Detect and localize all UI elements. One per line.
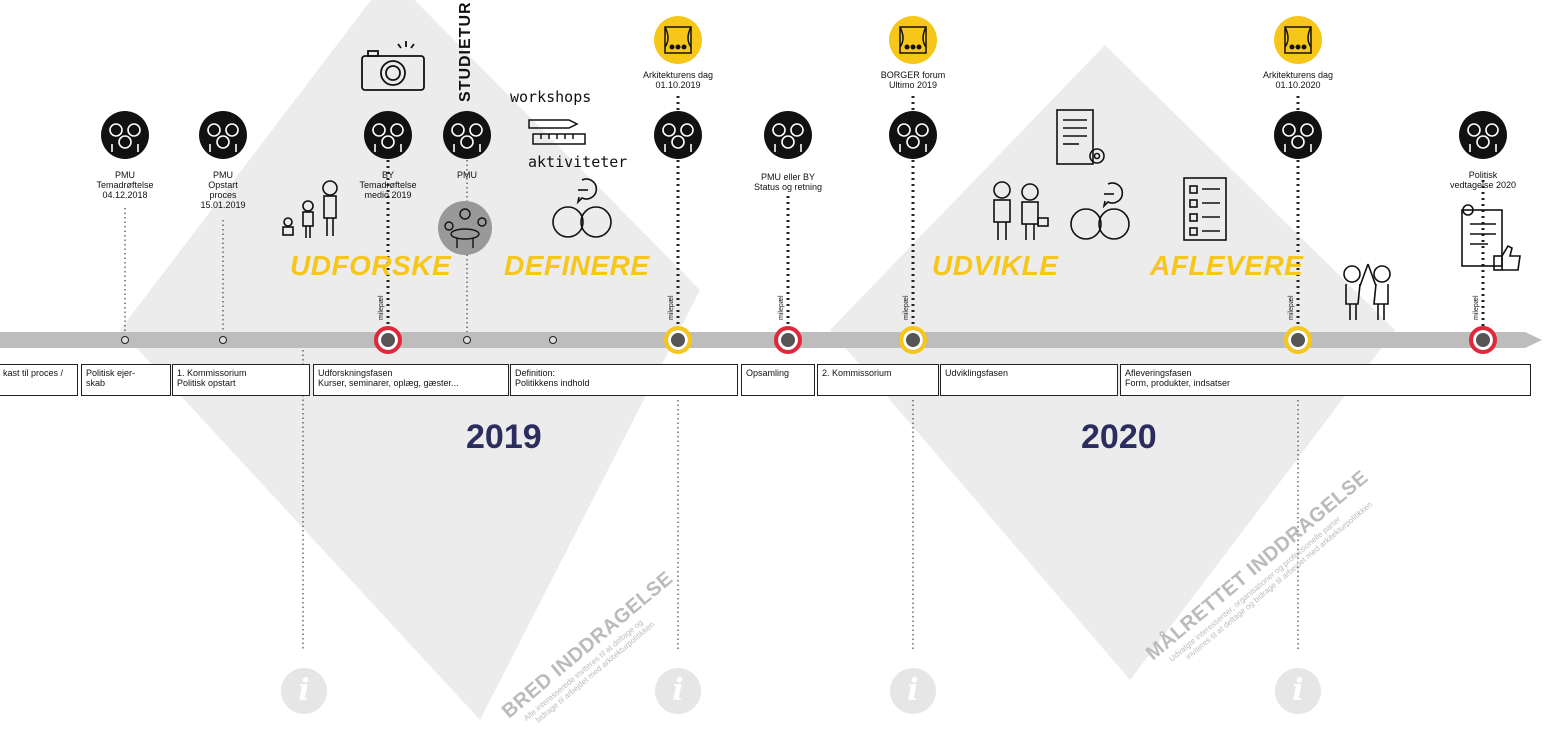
group-icon (199, 111, 247, 159)
info-icon[interactable]: i (655, 668, 701, 714)
camera-icon (361, 41, 425, 91)
workers-icon (993, 181, 1049, 240)
label-arkitekturens-dag-2020: Arkitekturens dag 01.10.2020 (1262, 70, 1334, 90)
checklist-icon (1183, 177, 1227, 241)
marker-small (219, 336, 227, 344)
meeting-icon (438, 201, 492, 255)
phase-box: Udforskningsfasen Kurser, seminarer, opl… (313, 364, 509, 396)
label-pmu: PMU (457, 170, 477, 180)
group-icon (1459, 111, 1507, 159)
workshops-label: workshops (510, 88, 592, 106)
group-icon (654, 111, 702, 159)
phase-udforske: UDFORSKE (290, 250, 452, 281)
label-pmu-opstart: PMU Opstart proces 15.01.2019 (200, 170, 246, 210)
milestone-yellow (664, 326, 692, 354)
theatre-icon (1274, 16, 1322, 64)
phase-udvikle: UDVIKLE (932, 250, 1059, 281)
document-gear-icon (1056, 109, 1105, 165)
phase-box: 2. Kommissorium (817, 364, 939, 396)
milestone-label: milepæl (903, 295, 910, 320)
phase-box: Opsamling (741, 364, 815, 396)
theatre-icon (889, 16, 937, 64)
milestone-yellow (1284, 326, 1312, 354)
faces-icon (552, 178, 612, 238)
phase-box: Definition: Politikkens indhold (510, 364, 738, 396)
milestone-label: milepæl (1473, 295, 1480, 320)
phase-aflevere: AFLEVERE (1150, 250, 1304, 281)
family-icon (282, 180, 338, 238)
label-pmu-temadroeftelse: PMU Temadrøftelse 04.12.2018 (96, 170, 154, 200)
phase-box: Politisk ejer- skab (81, 364, 171, 396)
year-2019: 2019 (466, 418, 542, 456)
phase-box: kast til proces / (0, 364, 78, 396)
milestone-label: milepæl (1288, 295, 1295, 320)
milestone-label: milepæl (378, 295, 385, 320)
info-icon[interactable]: i (281, 668, 327, 714)
pencil-ruler-icon (528, 119, 586, 145)
faces-icon (1070, 182, 1130, 240)
info-icon[interactable]: i (1275, 668, 1321, 714)
marker-small (549, 336, 557, 344)
label-by-temadroeftelse: BY Temadrøftelse medio 2019 (359, 170, 417, 200)
info-icon[interactable]: i (890, 668, 936, 714)
aktiviteter-label: aktiviteter (528, 153, 628, 171)
milestone-label: milepæl (668, 295, 675, 320)
phase-box: Afleveringsfasen Form, produkter, indsat… (1120, 364, 1531, 396)
label-politisk-vedtagelse: Politisk vedtagelse 2020 (1449, 170, 1517, 190)
group-icon (764, 111, 812, 159)
marker-small (463, 336, 471, 344)
thumbs-up-icon (1461, 204, 1521, 271)
label-borger-forum: BORGER forum Ultimo 2019 (880, 70, 946, 90)
dotted-connectors (124, 96, 1485, 650)
milestone-red (1469, 326, 1497, 354)
phase-box: Udviklingsfasen (940, 364, 1118, 396)
milestone-red (774, 326, 802, 354)
year-2020: 2020 (1081, 418, 1157, 456)
marker-small (121, 336, 129, 344)
group-icon (364, 111, 412, 159)
phase-box: 1. Kommissorium Politisk opstart (172, 364, 310, 396)
group-icon (1274, 111, 1322, 159)
group-icon (889, 111, 937, 159)
timeline-arrow (0, 332, 1542, 348)
label-pmu-eller-by: PMU eller BY Status og retning (753, 172, 823, 192)
milestone-red (374, 326, 402, 354)
theatre-icon (654, 16, 702, 64)
high-five-icon (1343, 263, 1391, 320)
group-icon (443, 111, 491, 159)
background-diamonds (120, 0, 1395, 720)
studietur-label: STUDIETUR (457, 1, 474, 102)
label-arkitekturens-dag-2019: Arkitekturens dag 01.10.2019 (642, 70, 714, 90)
group-icon (101, 111, 149, 159)
milestone-yellow (899, 326, 927, 354)
phase-definere: DEFINERE (504, 250, 650, 281)
milestone-label: milepæl (778, 295, 785, 320)
